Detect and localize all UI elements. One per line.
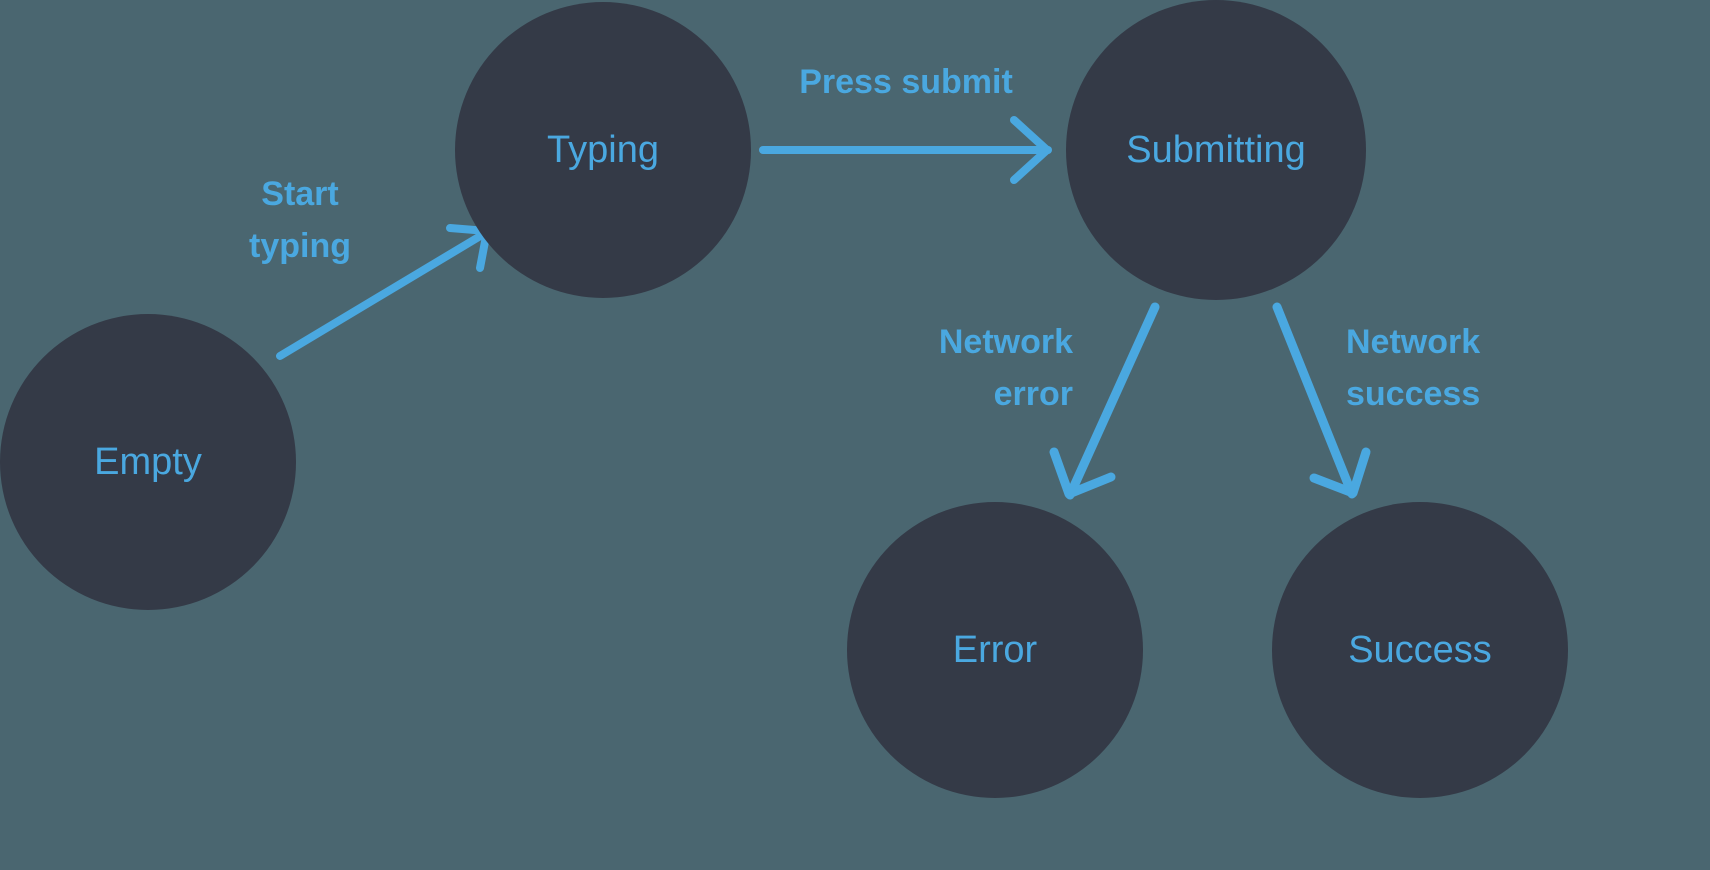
state-label-empty: Empty (94, 441, 202, 483)
state-node-typing[interactable]: Typing (455, 2, 751, 298)
state-label-error: Error (953, 629, 1038, 671)
edge-label-line: typing (249, 227, 351, 265)
arrowhead-icon-press-submit (1010, 116, 1051, 184)
edge-label-line: success (1346, 375, 1480, 413)
edge-label-line: Press submit (799, 63, 1013, 101)
state-circle-error[interactable] (847, 502, 1143, 798)
edge-label-line: Network (1346, 323, 1480, 361)
edge-network-success (1272, 302, 1371, 499)
edge-label-line: Network (939, 323, 1073, 361)
state-node-empty[interactable]: Empty (0, 314, 296, 610)
edge-network-error (1049, 302, 1160, 500)
edge-label-line: error (994, 375, 1073, 413)
state-circle-submitting[interactable] (1066, 0, 1366, 300)
edge-label-press-submit: Press submit (799, 63, 1013, 101)
state-node-error[interactable]: Error (847, 502, 1143, 798)
state-label-submitting: Submitting (1126, 129, 1306, 171)
state-circle-empty[interactable] (0, 314, 296, 610)
edge-press-submit (759, 116, 1052, 184)
edge-label-start-typing: Start typing (249, 175, 351, 265)
edges-layer (276, 116, 1371, 500)
edge-label-network-error: Network error (939, 323, 1073, 413)
state-label-success: Success (1348, 629, 1492, 671)
state-circle-success[interactable] (1272, 502, 1568, 798)
state-node-success[interactable]: Success (1272, 502, 1568, 798)
state-circle-typing[interactable] (455, 2, 751, 298)
arrowhead-icon-network-success (1309, 447, 1371, 498)
edge-line-network-error (1065, 302, 1160, 500)
edge-label-network-success: Network success (1346, 323, 1480, 413)
edge-label-line: Start (261, 175, 338, 213)
state-node-submitting[interactable]: Submitting (1066, 0, 1366, 300)
edge-line-start-typing (276, 228, 491, 360)
arrowhead-icon-network-error (1049, 447, 1116, 499)
state-label-typing: Typing (547, 129, 659, 171)
edge-line-network-success (1272, 302, 1357, 499)
